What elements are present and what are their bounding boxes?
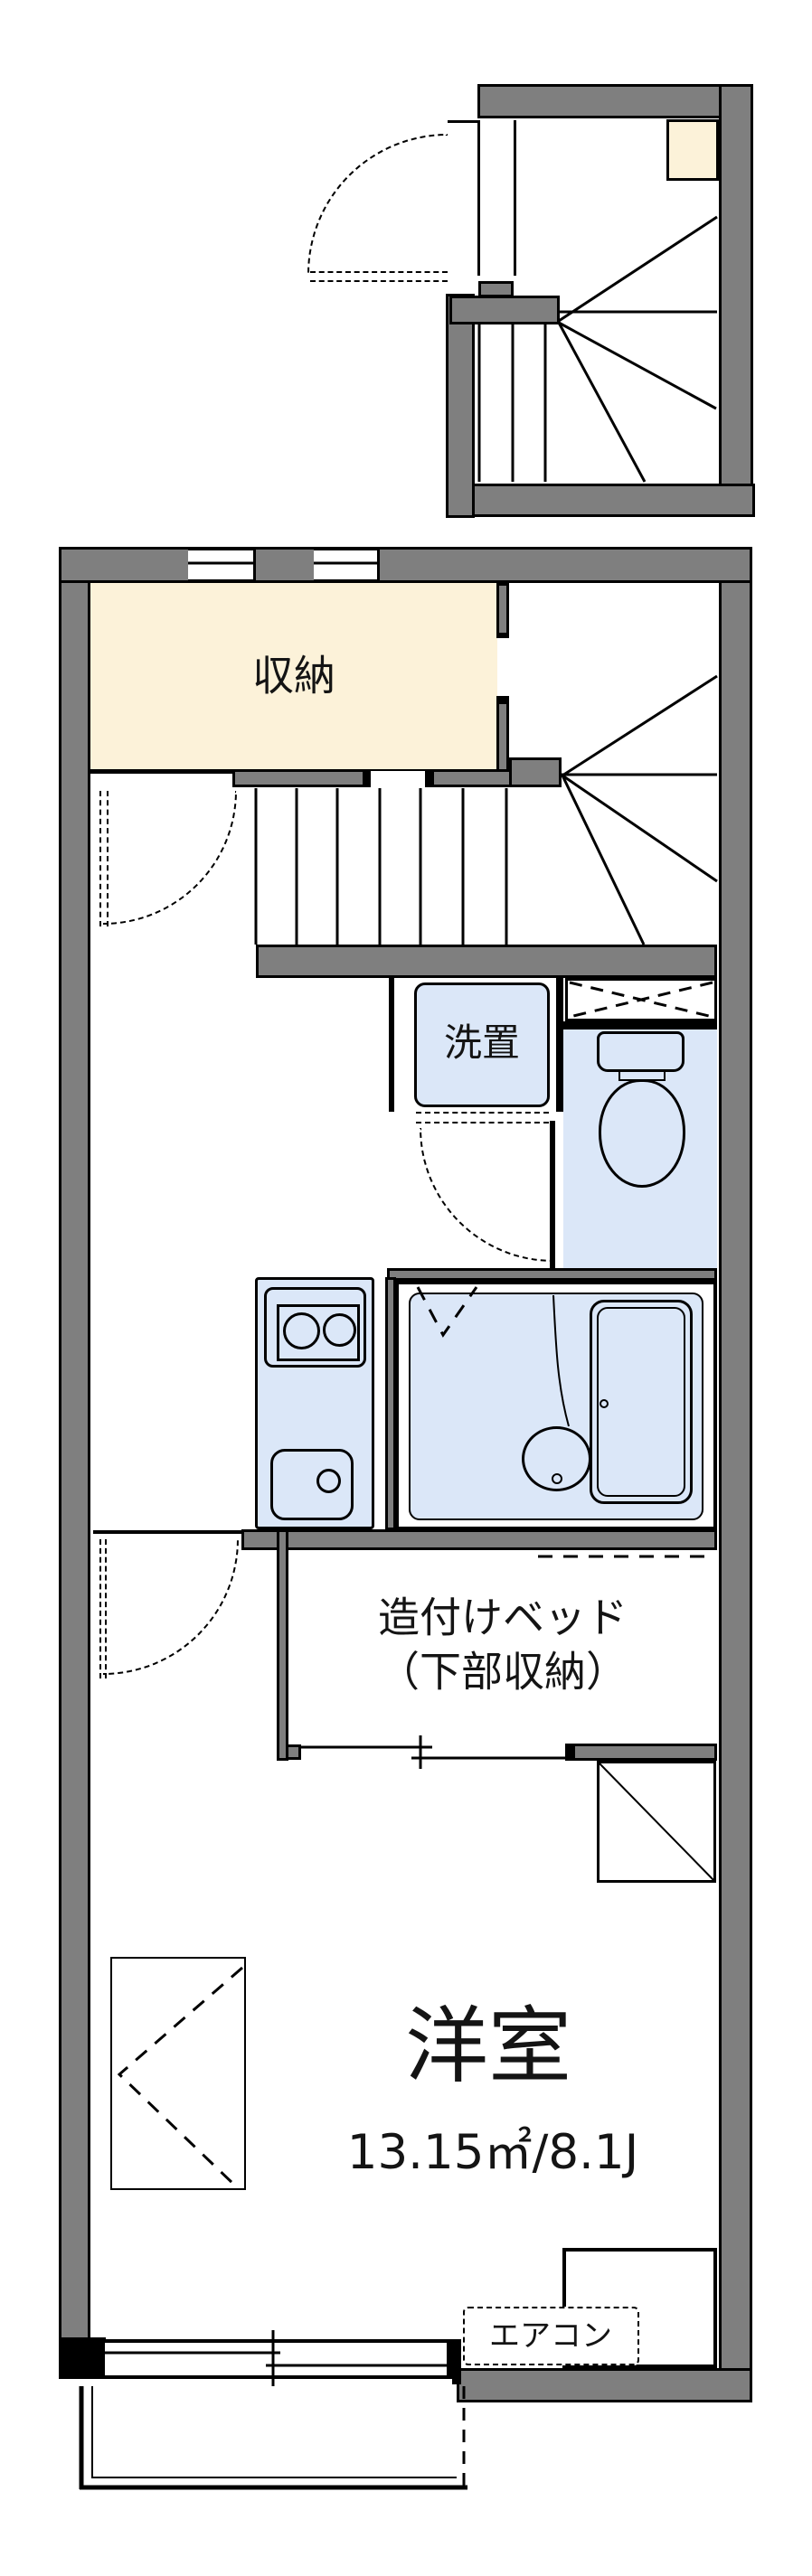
side-window-box xyxy=(110,1957,246,2190)
top-window-right xyxy=(314,547,380,583)
kitchen-bath-partition xyxy=(385,1277,396,1530)
stove-plate xyxy=(277,1304,360,1361)
westernroom-label: 洋室 xyxy=(404,1998,572,2095)
entry-door-jamb-left xyxy=(477,120,480,276)
bedroom-slidingdoor-cap xyxy=(565,1744,574,1761)
entry-door-jamb-right xyxy=(514,120,516,276)
bedroom-left-wall-foot xyxy=(286,1744,301,1760)
upper-section-bottom-wall xyxy=(448,484,755,517)
westernroom-area-label: 13.15㎡/8.1J xyxy=(346,2124,639,2180)
laundry-label: 洗置 xyxy=(443,1020,521,1065)
bathtub-knob xyxy=(600,1399,609,1408)
main-left-wall xyxy=(59,547,90,2378)
bedroom-bottom-wall-right xyxy=(572,1744,717,1761)
main-stair-newel-wall xyxy=(509,757,562,787)
aircon-label: エアコン xyxy=(489,2317,612,2355)
stove-burner-left xyxy=(283,1312,320,1349)
toilet-left-wall xyxy=(550,1121,555,1271)
bedroom-label-line1: 造付けベッド xyxy=(378,1593,628,1642)
refrigerator-space xyxy=(597,1761,716,1883)
toilet-bottom-wall xyxy=(387,1268,717,1281)
toilet-bowl xyxy=(599,1079,685,1188)
storage-bottom-edge-line xyxy=(90,769,235,774)
main-top-wall-seg1 xyxy=(59,547,191,583)
main-bottom-corner-left xyxy=(59,2337,106,2379)
main-bottom-wall-right xyxy=(457,2368,752,2402)
kitchen-bath-bottom-wall xyxy=(241,1529,717,1550)
hall-door-swing-arc xyxy=(103,791,237,925)
washroom-door-swing-arc xyxy=(420,1128,553,1262)
storage-right-wall-upper xyxy=(496,583,509,635)
sink-drain xyxy=(316,1469,341,1493)
main-top-wall-seg2 xyxy=(253,547,316,583)
upper-section-top-wall xyxy=(477,84,753,118)
laundry-right-wall xyxy=(556,978,563,1112)
storage-bottom-wall-seg1 xyxy=(232,769,365,787)
laundry-left-wall xyxy=(389,978,394,1112)
stove-burner-right xyxy=(323,1313,356,1347)
storage-room-label: 収納 xyxy=(252,651,335,700)
top-window-left xyxy=(188,547,256,583)
upper-stair-newel-step xyxy=(478,281,514,297)
kitchen-sink xyxy=(270,1449,354,1520)
balcony-outline xyxy=(79,2386,467,2490)
bathtub-inner-rim xyxy=(597,1307,685,1497)
laundry-pan xyxy=(414,982,550,1107)
basin-drain xyxy=(552,1473,562,1484)
storage-bottom-opening-cap2 xyxy=(425,769,431,787)
understair-wall-band xyxy=(256,945,717,978)
upper-section-left-wall xyxy=(446,294,475,518)
upper-stair-newel-wall xyxy=(449,296,560,324)
stove-outline xyxy=(264,1287,366,1368)
main-top-wall-seg3 xyxy=(377,547,752,583)
hall-bedroom-boundary-line xyxy=(93,1530,241,1534)
upper-section-right-wall xyxy=(719,84,753,517)
main-right-wall xyxy=(719,547,752,2402)
aircon-box xyxy=(463,2307,639,2365)
upper-stair-landing xyxy=(666,119,719,181)
entry-door-frame-line xyxy=(448,120,480,123)
washroom-door-leaf xyxy=(416,1112,549,1123)
toilet-tank xyxy=(597,1031,685,1072)
storage-bottom-opening-cap1 xyxy=(365,769,371,787)
toilet-top-wall xyxy=(563,1021,717,1029)
bottom-wall-step-connector xyxy=(452,2339,461,2384)
storage-opening-cap-bottom xyxy=(496,696,509,701)
washing-machine-box xyxy=(565,978,717,1021)
bottom-window-band xyxy=(105,2339,448,2379)
bedroom-sliding-door xyxy=(301,1735,565,1769)
westernroom-door-swing-arc xyxy=(103,1539,239,1675)
bedroom-label-line2: （下部収納） xyxy=(378,1647,628,1697)
bedroom-left-wall xyxy=(277,1529,288,1761)
storage-opening-cap-top xyxy=(496,633,509,638)
entry-door-swing-arc xyxy=(307,134,448,274)
